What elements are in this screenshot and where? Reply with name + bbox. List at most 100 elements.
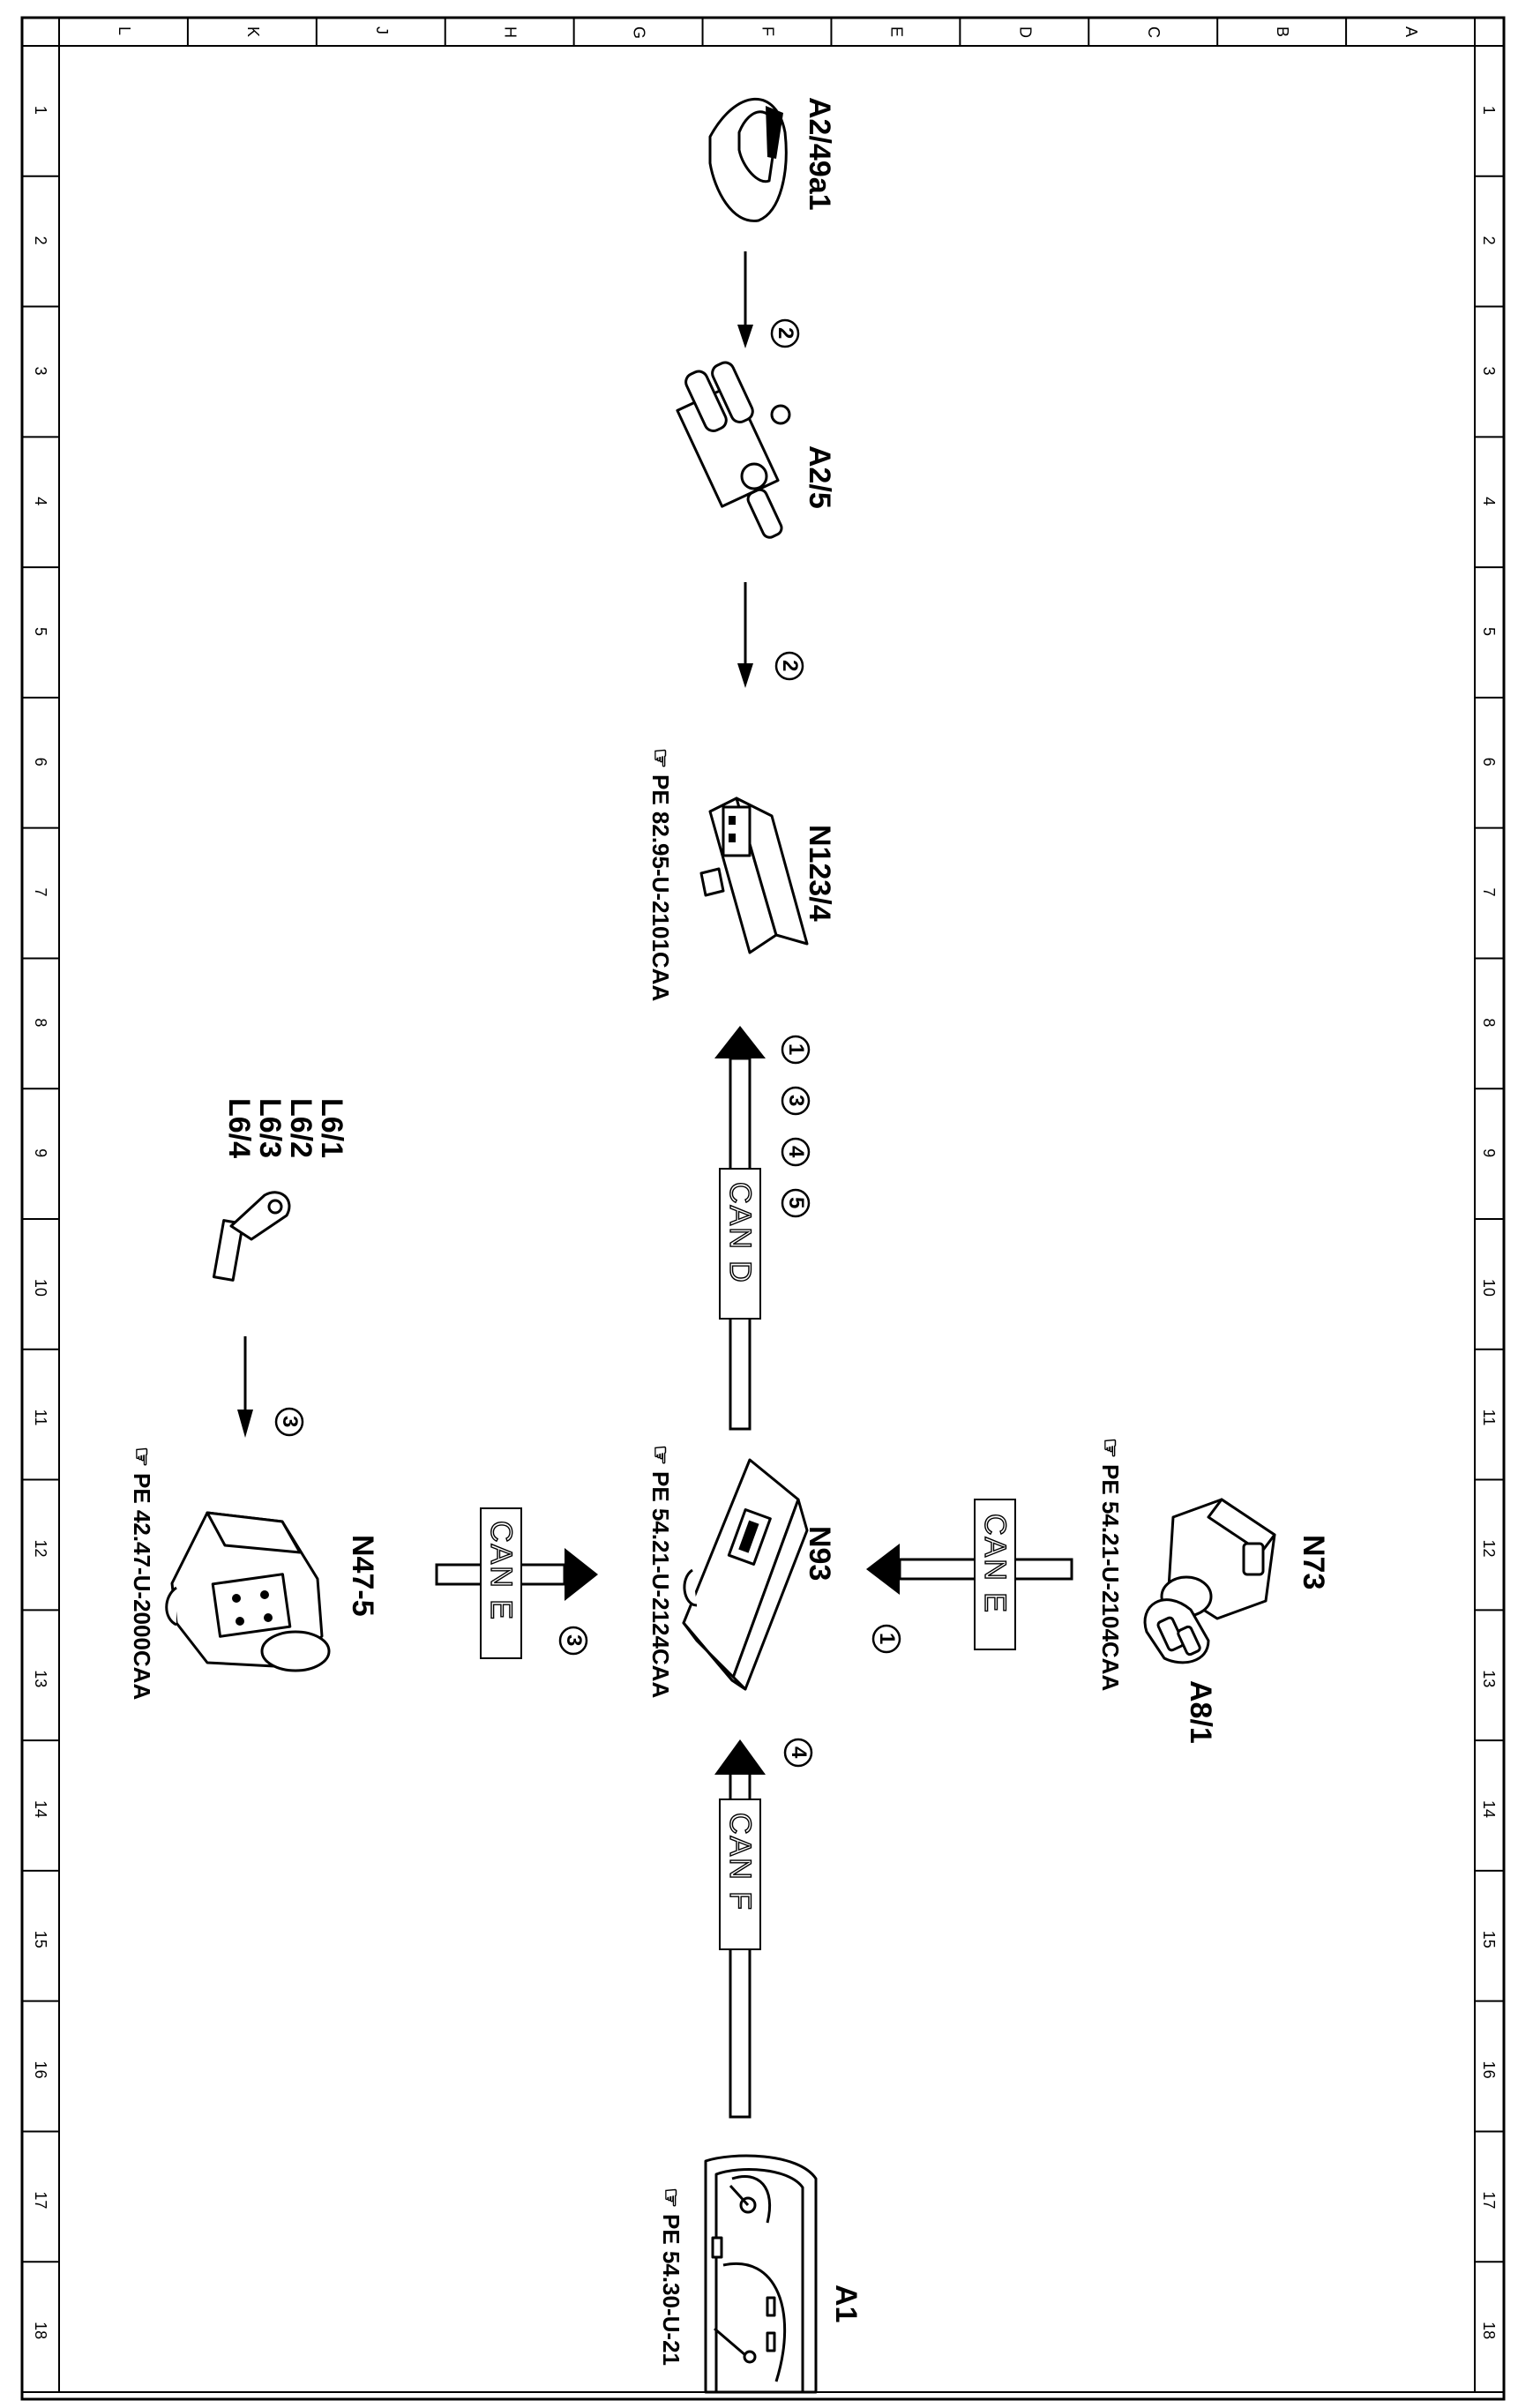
key-a8-1-icon <box>1143 1598 1210 1664</box>
can-f-label: CAN F <box>723 1813 757 1911</box>
grid-column-letter: D <box>1016 26 1034 38</box>
grid-row-number: 14 <box>32 1800 49 1818</box>
can-e-left-arrowhead <box>565 1548 598 1601</box>
label-l6-4: L6/4 <box>222 1098 256 1158</box>
ref-hand-icon-a1: ☞ <box>658 2187 684 2208</box>
signal-3-l6-text: 3 <box>278 1416 302 1427</box>
grid-row-number: 10 <box>32 1279 49 1297</box>
can-e-right-label: CAN E <box>978 1514 1012 1614</box>
sheet-outer-frame <box>20 16 1506 2401</box>
signal-badge-3-n47 <box>558 1626 588 1656</box>
grid-column-letter: A <box>1402 26 1420 37</box>
signal-1-n73-text: 1 <box>875 1633 899 1644</box>
label-a8-1: A8/1 <box>1184 1680 1217 1744</box>
arrowhead-a2-49a1-to-a2-5 <box>737 325 753 348</box>
grid-row-number: 15 <box>1480 1931 1498 1948</box>
label-a2-5: A2/5 <box>803 445 836 509</box>
signal-2-lower-text: 2 <box>778 660 802 671</box>
label-a2-49a1: A2/49a1 <box>803 97 836 211</box>
grid-column-letter: E <box>887 26 905 37</box>
grid-row-number: 5 <box>32 627 49 636</box>
grid-row-number: 2 <box>1480 236 1498 245</box>
ref-n47-5-text: PE 42.47-U-2000CAA <box>129 1473 155 1700</box>
ref-hand-icon-n47-5: ☞ <box>129 1447 155 1467</box>
grid-row-number: 18 <box>32 2322 49 2339</box>
grid-row-number: 6 <box>32 758 49 767</box>
grid-row-number: 2 <box>32 236 49 245</box>
antenna-a2-49a1-icon <box>708 97 788 222</box>
signal-badge-3-l6 <box>274 1407 304 1437</box>
ref-hand-icon-n123-4: ☞ <box>647 748 674 768</box>
can-e-left-label: CAN E <box>484 1521 518 1621</box>
can-e-right-arrowhead <box>866 1544 900 1595</box>
grid-row-number: 17 <box>1480 2191 1498 2209</box>
label-l6-1: L6/1 <box>315 1098 348 1158</box>
grid-row-number: 9 <box>32 1148 49 1157</box>
grid-column-letter: G <box>631 26 648 39</box>
grid-row-number: 8 <box>32 1018 49 1027</box>
grid-row-number: 15 <box>32 1931 49 1948</box>
grid-column-letter: H <box>502 26 520 38</box>
arrowhead-l6-to-n47-5 <box>237 1410 253 1438</box>
grid-column-letter: C <box>1145 26 1163 38</box>
signal-3-n47-text: 3 <box>562 1634 586 1646</box>
can-d-label: CAN D <box>723 1182 757 1284</box>
module-n93-icon <box>682 1458 809 1691</box>
signal-can-d-3: 3 <box>784 1095 808 1106</box>
wheel-speed-sensor-l6-icon <box>212 1191 291 1282</box>
label-n47-5: N47-5 <box>346 1535 379 1617</box>
ref-n93-text: PE 54.21-U-2124CAA <box>647 1471 674 1698</box>
grid-row-number: 9 <box>1480 1148 1498 1157</box>
ref-n123-4: ☞ PE 82.95-U-2101CAA <box>647 748 674 1001</box>
grid-row-number: 4 <box>32 497 49 505</box>
signal-can-d-5: 5 <box>784 1197 808 1208</box>
ref-n93: ☞ PE 54.21-U-2124CAA <box>647 1445 674 1698</box>
esp-unit-n47-5-icon <box>165 1511 331 1672</box>
instrument-cluster-a1-icon <box>704 2154 818 2394</box>
can-d-signal-list: 1 3 4 5 <box>781 1035 811 1218</box>
ref-n73: ☞ PE 54.21-U-2104CAA <box>1097 1438 1124 1691</box>
grid-row-number: 13 <box>32 1670 49 1687</box>
ref-hand-icon-n93: ☞ <box>647 1445 674 1465</box>
grid-row-number: 8 <box>1480 1018 1498 1027</box>
signal-badge-2-upper <box>770 318 800 348</box>
grid-column-letter: L <box>116 26 133 35</box>
grid-row-number: 11 <box>1480 1410 1498 1426</box>
can-f-label-box <box>719 1799 761 1950</box>
grid-column-letter: K <box>244 26 262 37</box>
can-e-left-label-box <box>480 1507 522 1659</box>
grid-row-number: 1 <box>32 106 49 115</box>
ignition-switch-n73-icon <box>1160 1498 1276 1620</box>
grid-row-number: 17 <box>32 2191 49 2209</box>
grid-row-number: 7 <box>32 888 49 897</box>
label-a1: A1 <box>829 2285 863 2322</box>
arrowhead-a2-5-to-n123-4 <box>737 663 753 688</box>
can-d-arrowhead <box>714 1026 766 1058</box>
module-n123-4-icon <box>699 796 809 954</box>
grid-column-letter: J <box>373 26 391 34</box>
signal-4-a1-text: 4 <box>787 1746 811 1759</box>
grid-row-number: 12 <box>1480 1539 1498 1557</box>
label-n73: N73 <box>1297 1535 1330 1589</box>
grid-row-number: 18 <box>1480 2322 1498 2339</box>
grid-row-number: 11 <box>32 1410 49 1426</box>
ref-n47-5: ☞ PE 42.47-U-2000CAA <box>129 1447 155 1700</box>
can-d-label-box <box>719 1168 761 1320</box>
signal-badge-1-n73 <box>871 1624 901 1654</box>
ref-a1-text: PE 54.30-U-21 <box>658 2214 684 2366</box>
grid-row-number: 6 <box>1480 758 1498 767</box>
ref-n73-text: PE 54.21-U-2104CAA <box>1097 1464 1124 1691</box>
label-l6-3: L6/3 <box>253 1098 287 1158</box>
grid-row-number: 4 <box>1480 497 1498 505</box>
grid-row-number: 10 <box>1480 1279 1498 1297</box>
can-e-right-label-box <box>974 1499 1016 1650</box>
ref-hand-icon-n73: ☞ <box>1097 1438 1124 1458</box>
grid-row-number: 14 <box>1480 1800 1498 1818</box>
signal-badge-4-a1 <box>783 1738 813 1768</box>
label-n123-4: N123/4 <box>803 825 836 922</box>
grid-row-number: 3 <box>1480 366 1498 375</box>
grid-row-number: 7 <box>1480 888 1498 897</box>
